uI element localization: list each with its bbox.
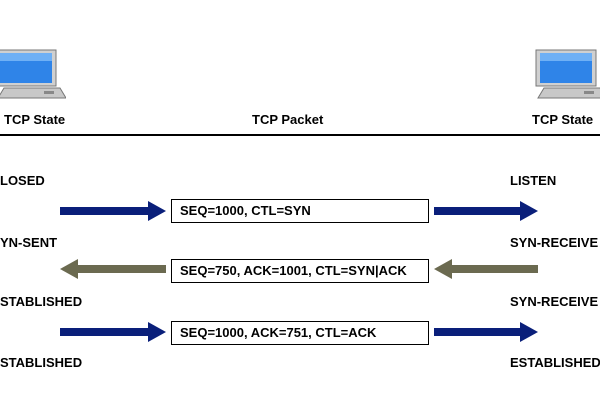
backward-arrow-icon xyxy=(434,259,538,279)
forward-arrow-icon xyxy=(434,201,538,221)
left-state-label: STABLISHED xyxy=(0,355,83,370)
right-state-label: ESTABLISHED xyxy=(510,355,600,370)
right-state-label: LISTEN xyxy=(510,173,557,188)
right-state-label: SYN-RECEIVE xyxy=(510,235,599,250)
right-state-label: SYN-RECEIVE xyxy=(510,294,599,309)
forward-arrow-icon xyxy=(434,322,538,342)
computer-icon xyxy=(535,49,600,99)
center-header-label: TCP Packet xyxy=(252,112,324,127)
left-state-label: YN-SENT xyxy=(0,235,58,250)
left-state-label: LOSED xyxy=(0,173,45,188)
forward-arrow-icon xyxy=(60,201,166,221)
header-divider xyxy=(0,134,600,136)
packet-box: SEQ=1000, ACK=751, CTL=ACK xyxy=(171,321,429,345)
computer-icon xyxy=(0,49,66,99)
left-state-label: STABLISHED xyxy=(0,294,83,309)
packet-box: SEQ=1000, CTL=SYN xyxy=(171,199,429,223)
forward-arrow-icon xyxy=(60,322,166,342)
left-header-label: TCP State xyxy=(4,112,66,127)
packet-box: SEQ=750, ACK=1001, CTL=SYN|ACK xyxy=(171,259,429,283)
backward-arrow-icon xyxy=(60,259,166,279)
right-header-label: TCP State xyxy=(532,112,594,127)
